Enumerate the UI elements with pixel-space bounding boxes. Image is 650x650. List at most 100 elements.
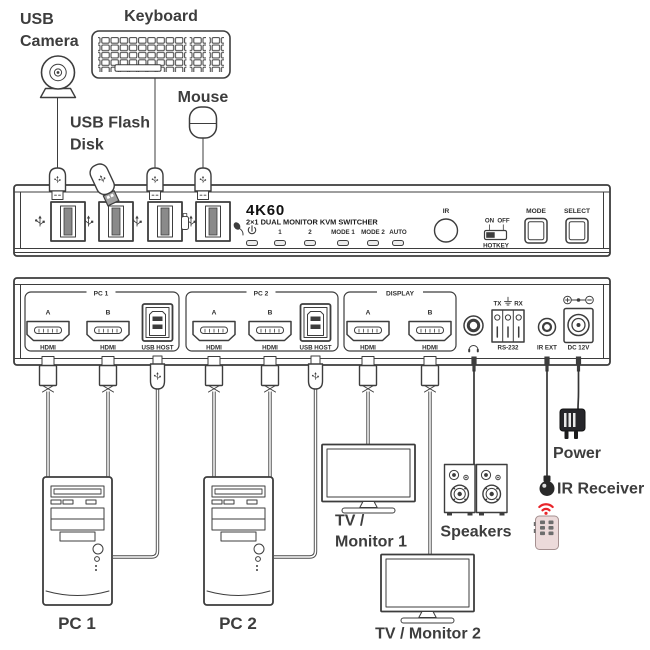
flash-disk-label-line2: Disk [70, 137, 104, 154]
port-letter: B [106, 310, 111, 317]
hdmi-port-pc1-a [26, 320, 70, 342]
usb-camera-icon [39, 55, 77, 99]
speakers-label: Speakers [440, 524, 511, 541]
model-subtitle: 2×1 DUAL MONITOR KVM SWITCHER [246, 218, 378, 227]
dc-power-jack: DC 12V [563, 295, 594, 352]
ir-window [433, 218, 459, 243]
mode-button: MODE [524, 208, 548, 244]
usb-flash-disk-icon [89, 163, 120, 207]
hdmi-port-display-a [346, 320, 390, 342]
pc2-tower-icon [203, 476, 274, 606]
hotkey-off-label: OFF [497, 218, 510, 225]
hdmi-port-pc2-a [192, 320, 236, 342]
usb-plug [309, 356, 323, 389]
model-name: 4K60 [246, 202, 285, 219]
front-panel: 4K60 2×1 DUAL MONITOR KVM SWITCHER 1 2 M… [13, 184, 611, 257]
hdmi-port-label: HDMI [40, 345, 56, 352]
audio-cable [471, 356, 477, 467]
tv2-label: TV / Monitor 2 [375, 626, 481, 643]
hdmi-port-display-b [408, 320, 452, 342]
hotkey-label: HOTKEY [483, 243, 510, 250]
led-label-mode2: MODE 2 [361, 229, 385, 236]
ir-ext-label: IR EXT [537, 345, 557, 352]
ir-window-label: IR [443, 208, 450, 215]
usb-host-port-pc1 [141, 303, 174, 342]
select-button: SELECT [564, 208, 590, 244]
ir-ext-jack: IR EXT [537, 317, 557, 352]
power-adapter-icon [559, 408, 586, 439]
ir-receiver-icon [539, 475, 555, 496]
mouse-icon [188, 106, 218, 139]
pc2-label: PC 2 [219, 614, 257, 633]
audio-jack [463, 315, 484, 353]
speaker-right-icon [475, 463, 508, 517]
ir-ext-cable [544, 356, 550, 477]
power-cable [575, 356, 582, 410]
mouse-glyph-icon [233, 222, 244, 236]
usb-plug-keyboard [147, 168, 163, 200]
hdmi-port-label: HDMI [262, 345, 278, 352]
mouse-label: Mouse [178, 89, 229, 106]
front-usb-port-2 [98, 201, 134, 242]
hdmi-port-label: HDMI [422, 345, 438, 352]
front-usb-port-4 [195, 201, 231, 242]
mode-button-label: MODE [526, 208, 546, 215]
port-letter: A [212, 310, 217, 317]
camera-label-line2: Camera [20, 33, 79, 50]
group-label-display: DISPLAY [386, 291, 415, 298]
led-label-1: 1 [278, 229, 282, 236]
usb-host-label: USB HOST [142, 345, 174, 352]
hotkey-on-label: ON [485, 218, 495, 225]
hotkey-switch: ON OFF HOTKEY [483, 218, 510, 250]
hdmi-cables [46, 391, 432, 555]
dc-label: DC 12V [568, 345, 591, 352]
hdmi-port-label: HDMI [100, 345, 116, 352]
usb-host-cables [113, 388, 318, 559]
keyboard-label: Keyboard [124, 8, 198, 25]
front-usb-port-1 [50, 201, 86, 242]
hdmi-port-label: HDMI [206, 345, 222, 352]
flash-disk-label-line1: USB Flash [70, 115, 150, 132]
camera-label-line1: USB [20, 11, 54, 28]
rs232-rx-label: RX [514, 301, 523, 308]
polarity-icon [563, 295, 594, 305]
speaker-left-icon [443, 463, 476, 517]
hdmi-port-pc2-b [248, 320, 292, 342]
port-letter: A [366, 310, 371, 317]
rs232-label: RS-232 [498, 345, 520, 352]
port-letter: A [46, 310, 51, 317]
power-label: Power [553, 445, 601, 462]
hdmi-port-label: HDMI [360, 345, 376, 352]
rear-panel: PC 1 PC 2 DISPLAY A B A B A B HDMI HDMI … [13, 277, 611, 366]
device-cables-top [57, 78, 204, 169]
port-letter: B [428, 310, 433, 317]
ir-receiver-label: IR Receiver [557, 481, 644, 498]
group-label-pc1: PC 1 [94, 291, 109, 298]
usb-plug-mouse [195, 168, 211, 200]
port-letter: B [268, 310, 273, 317]
led-label-mode1: MODE 1 [331, 229, 355, 236]
led-indicators [246, 240, 404, 246]
tv1-label-line2: Monitor 1 [335, 534, 407, 551]
usb-plug-camera [50, 168, 66, 200]
pc1-label: PC 1 [58, 614, 96, 633]
keyboard-icon [91, 30, 231, 79]
usb-host-port-pc2 [299, 303, 332, 342]
remote-control-icon [533, 515, 559, 550]
usb-plug [151, 356, 165, 389]
rs232-tx-label: TX [494, 301, 503, 308]
usb-host-label: USB HOST [300, 345, 332, 352]
hdmi-port-pc1-b [86, 320, 130, 342]
led-label-auto: AUTO [389, 229, 407, 236]
select-button-label: SELECT [564, 208, 590, 215]
rs232-port: TX RX RS-232 [491, 296, 525, 352]
power-icon [247, 225, 257, 235]
headphone-icon [468, 345, 479, 353]
pc1-tower-icon [42, 476, 113, 606]
ir-signal-icon [538, 503, 554, 515]
led-label-2: 2 [308, 229, 312, 236]
group-label-pc2: PC 2 [254, 291, 269, 298]
tv1-label-line1: TV / [335, 513, 365, 530]
